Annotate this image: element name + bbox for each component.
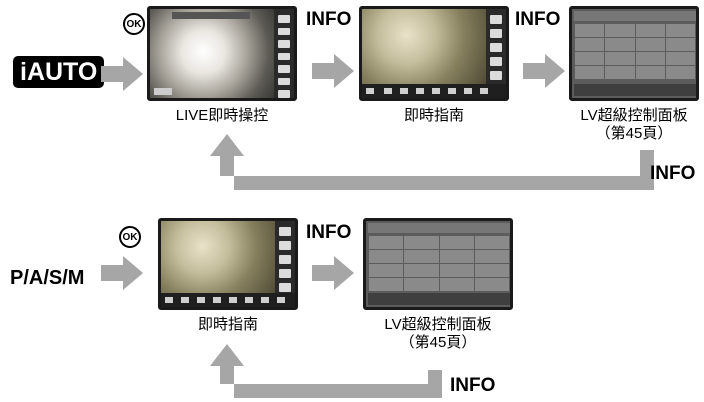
info-label: INFO: [306, 222, 352, 243]
return-info-label: INFO: [450, 375, 496, 396]
return-info-label: INFO: [650, 163, 696, 184]
side-icon-column: [274, 9, 294, 98]
bottom-screen2-caption-line1: LV超級控制面板: [384, 316, 492, 333]
return-arrow-icon: [210, 134, 654, 190]
right-arrow-icon: [312, 54, 354, 88]
ok-button-icon: OK: [123, 13, 145, 35]
screen3-caption-line1: LV超級控制面板: [580, 107, 688, 124]
screen-top-bar: [172, 12, 250, 19]
lv-super-control-panel-screen: [569, 6, 699, 101]
live-guide-screen: [359, 6, 509, 101]
info-label: INFO: [515, 9, 561, 30]
lv-super-control-panel-screen: [363, 218, 513, 310]
right-arrow-icon: [523, 54, 565, 88]
right-arrow-icon: [101, 256, 143, 290]
screen3-caption-line2: （第45頁）: [595, 125, 673, 142]
return-arrow-icon: [210, 344, 442, 398]
info-label: INFO: [306, 9, 352, 30]
screen2-caption: 即時指南: [403, 107, 464, 124]
iauto-mode-badge: iAUTO: [13, 56, 105, 88]
pasm-mode-label: P/A/S/M: [10, 267, 85, 289]
right-arrow-icon: [312, 256, 354, 290]
bottom-screen1-caption: 即時指南: [197, 316, 258, 333]
ok-button-icon: OK: [119, 226, 141, 248]
live-guide-screen: [158, 218, 298, 310]
bottom-screen2-caption-line2: （第45頁）: [399, 334, 477, 351]
right-arrow-icon: [101, 57, 143, 91]
live-control-screen: [147, 6, 297, 101]
screen1-caption: LIVE即時操控: [175, 107, 269, 124]
